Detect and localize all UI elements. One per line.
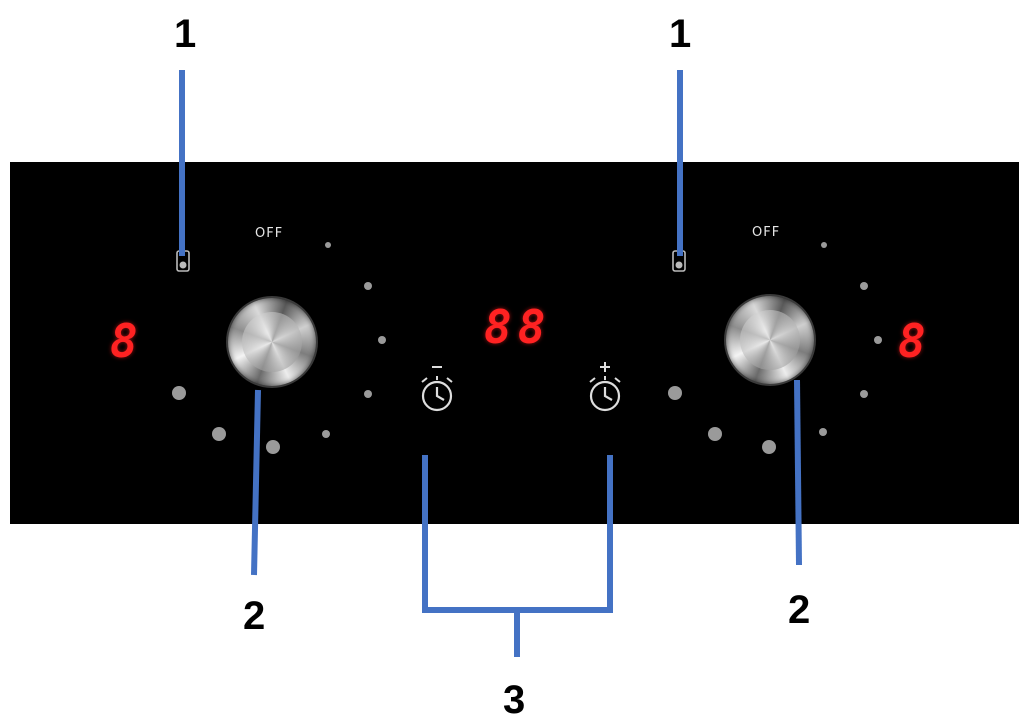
- timer-minus-button[interactable]: [414, 362, 464, 423]
- indicator-dot: [364, 390, 372, 398]
- indicator-dot: [266, 440, 280, 454]
- indicator-dot: [874, 336, 882, 344]
- callout-3: 3: [503, 678, 526, 722]
- indicator-dot: [821, 242, 827, 248]
- off-label-left: OFF: [255, 226, 284, 241]
- control-knob-left[interactable]: [228, 298, 316, 386]
- power-display-left: 8: [110, 314, 144, 368]
- control-panel: [10, 162, 1019, 524]
- indicator-dot: [212, 427, 226, 441]
- timer-minus-icon: [421, 366, 453, 412]
- indicator-dot: [819, 428, 827, 436]
- indicator-dot: [325, 242, 331, 248]
- callout-2-right: 2: [788, 588, 811, 632]
- leader-line-2-right: [794, 379, 802, 566]
- indicator-dot: [364, 282, 372, 290]
- control-knob-right[interactable]: [726, 296, 814, 384]
- indicator-dot: [708, 427, 722, 441]
- indicator-dot: [762, 440, 776, 454]
- callout-2-left: 2: [243, 594, 266, 638]
- callout-1-right: 1: [669, 12, 692, 56]
- timer-display: 88: [484, 300, 552, 354]
- indicator-dot: [172, 386, 186, 400]
- callout-1-left: 1: [174, 12, 197, 56]
- off-label-right: OFF: [752, 225, 781, 240]
- timer-plus-button[interactable]: [582, 360, 632, 423]
- indicator-dot: [860, 390, 868, 398]
- power-display-right: 8: [898, 314, 932, 368]
- leader-line-2-left: [251, 389, 261, 576]
- indicator-dot: [668, 386, 682, 400]
- indicator-dot: [860, 282, 868, 290]
- indicator-dot: [322, 430, 330, 438]
- timer-plus-icon: [589, 362, 621, 412]
- indicator-dot: [378, 336, 386, 344]
- leader-bracket-3: [422, 455, 613, 613]
